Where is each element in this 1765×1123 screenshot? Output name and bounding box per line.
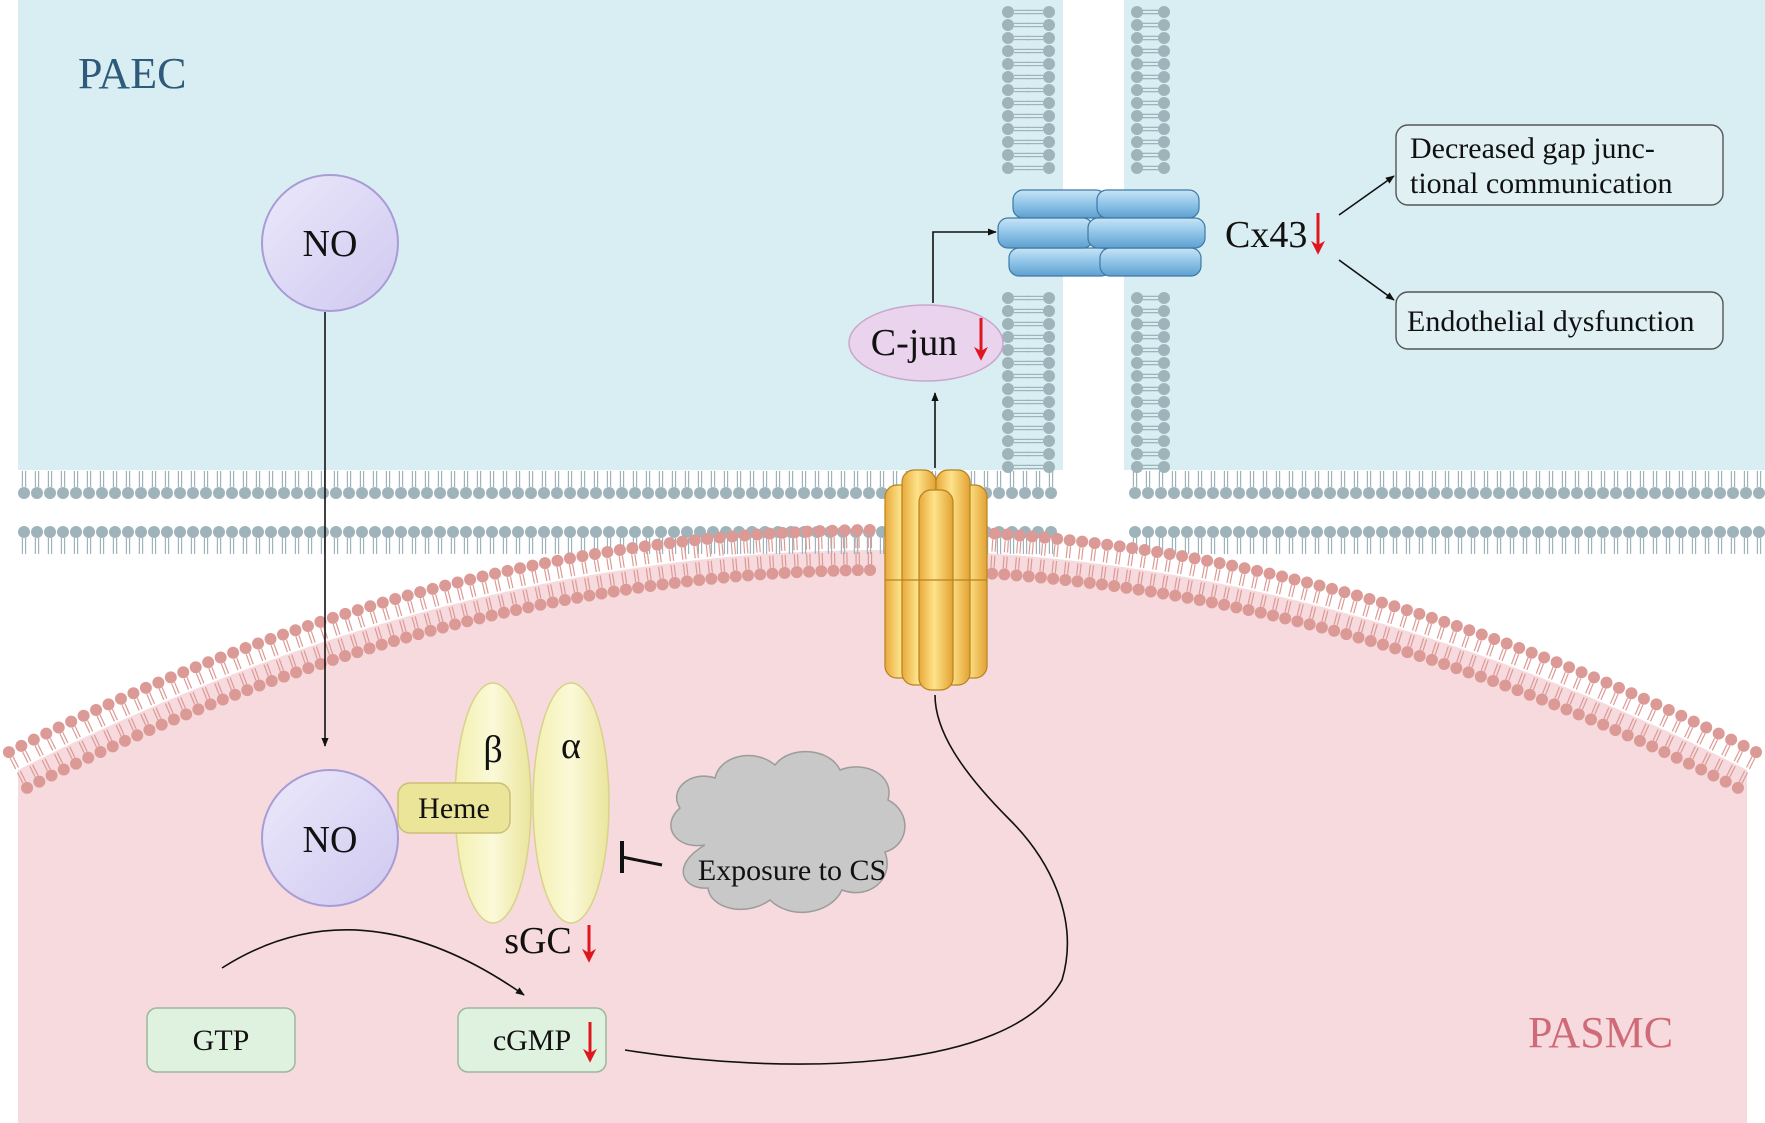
sgc-label: sGC: [504, 920, 572, 962]
no-top-label: NO: [303, 223, 358, 265]
cx43-connexon: [997, 189, 1206, 277]
beta-label: β: [483, 729, 502, 771]
cgmp-label: cGMP: [493, 1024, 571, 1057]
cgmp-box: cGMP: [457, 1007, 607, 1073]
cgmp-signal-curve: [624, 694, 1069, 1065]
cs-inhibition-line: [620, 841, 663, 873]
gap-communication-line2: tional communication: [1410, 167, 1672, 200]
endothelial-dysfunction-box: Endothelial dysfunction: [1395, 291, 1724, 350]
heme-group: Heme: [397, 782, 511, 834]
sgc-label-group: sGC: [504, 920, 596, 963]
gap-communication-box: Decreased gap junc- tional communication: [1395, 124, 1724, 206]
alpha-label: α: [561, 725, 581, 767]
cjun-label: C-jun: [871, 322, 958, 364]
gtp-to-cgmp-arrow: [221, 929, 525, 996]
cx43-label-group: Cx43: [1225, 213, 1325, 256]
no-molecule-top: NO: [261, 174, 399, 312]
cx43-to-endothelial-arrow: [1338, 259, 1395, 301]
cs-exposure-label: Exposure to CS: [698, 854, 886, 887]
gap-junction-channel: [884, 469, 988, 691]
cx43-to-gap-arrow: [1338, 175, 1395, 216]
pasmc-label: PASMC: [1528, 1008, 1673, 1057]
gtp-label: GTP: [193, 1024, 250, 1057]
no-bottom-label: NO: [303, 819, 358, 861]
pasmc-membrane: [2, 524, 1763, 794]
cjun-molecule: C-jun: [848, 304, 1004, 382]
gtp-box: GTP: [146, 1007, 296, 1073]
cx43-label: Cx43: [1225, 214, 1307, 256]
paec-membrane: [18, 6, 1765, 554]
heme-label: Heme: [418, 792, 490, 825]
endothelial-dysfunction-label: Endothelial dysfunction: [1407, 305, 1694, 338]
gap-communication-line1: Decreased gap junc-: [1410, 132, 1655, 165]
no-molecule-bottom: NO: [261, 769, 399, 907]
paec-label: PAEC: [78, 49, 186, 98]
sgc-alpha-subunit: α: [532, 682, 610, 924]
cjun-to-cx43-arrow: [932, 228, 997, 303]
cs-exposure-cloud: Exposure to CS: [670, 751, 906, 914]
